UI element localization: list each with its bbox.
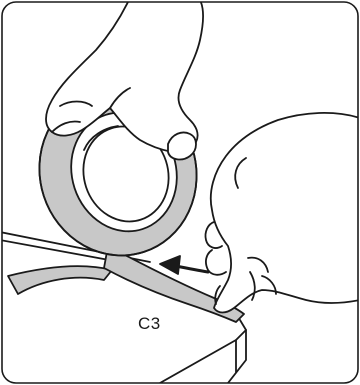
direction-arrow [160,256,208,274]
tape-loose-strip [8,266,112,294]
hand-pressing-tape [205,113,360,313]
callout-label: C3 [138,314,161,334]
